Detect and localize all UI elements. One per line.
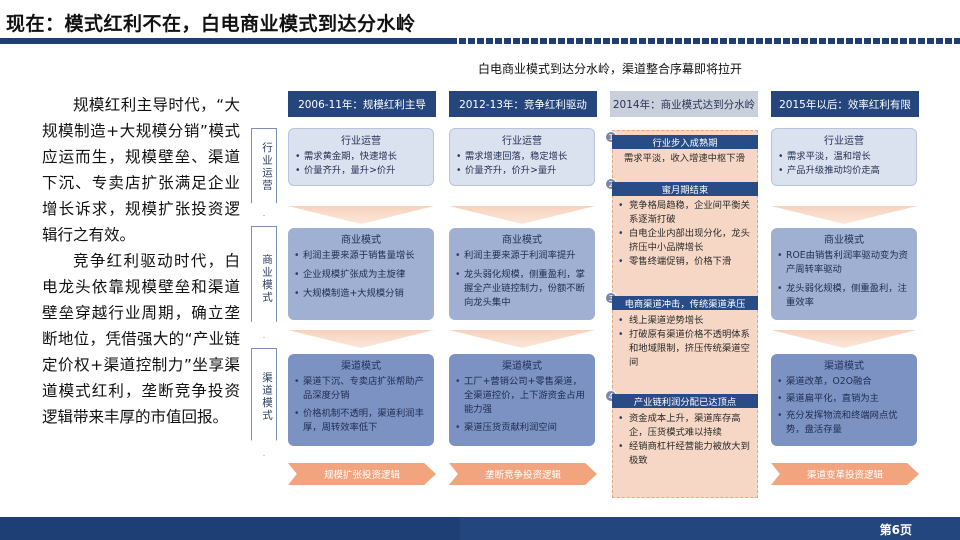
list-item: 零售终端促销，价格下滑 [618,255,756,269]
bottom-bar-left [0,517,460,540]
stage-label-business: 商业模式 [261,254,273,304]
list-item: 产品升级推动均价走高 [778,164,910,178]
col4-channel-box: 渠道模式 渠道改革，O2O融合 渠道扁平化，直销为主 充分发挥物流和终端网点优势… [771,354,917,446]
col1-industry-title: 行业运营 [341,136,381,147]
stage-marker-business [251,226,277,338]
top-divider [0,38,960,44]
col3-section1-text: 需求平淡，收入增速中枢下滑 [624,153,745,164]
list-item: 价格机制不透明，渠道利润丰厚，周转效率低下 [294,407,428,435]
col3-section4-list: 资金成本上升，渠道库存高企，压货模式难以持续 经销商杠杆经营能力被放大到极致 [618,412,756,468]
list-item: 打破原有渠道价格不透明体系和地域限制，挤压传统渠道空间 [618,328,756,370]
list-item: 利润主要来源于销售量增长 [294,249,428,263]
col4-arrow-band-1 [771,206,917,224]
col1-business-box: 商业模式 利润主要来源于销售量增长 企业规模扩张成为主旋律 大规模制造+大规模分… [288,228,434,320]
paragraph-competition: 竞争红利驱动时代，白电龙头依靠规模壁垒和渠道壁垒穿越行业周期，确立垄断地位，凭借… [42,252,240,426]
col3-section3-title: 电商渠道冲击，传统渠道承压 [612,296,758,310]
list-item: 竞争格局趋稳，企业间平衡关系逐渐打破 [618,199,756,227]
column-header-2006: 2006-11年：规模红利主导 [288,91,436,117]
list-item: ROE由销售利润率驱动变为资产周转率驱动 [777,249,911,277]
list-item: 需求黄金期，快速增长 [295,150,427,164]
col2-arrow-band-2 [449,330,595,348]
list-item: 渠道压货贡献利润空间 [455,421,589,435]
top-divider-solid [0,38,450,44]
col3-section1-title: 行业步入成熟期 [612,135,758,149]
col2-industry-title: 行业运营 [502,136,542,147]
col2-business-title: 商业模式 [502,235,542,246]
list-item: 工厂+营销公司+零售渠道，全渠道控价，上下游资金占用能力强 [455,375,589,417]
list-item: 龙头弱化规模，侧重盈利，注重效率 [777,282,911,310]
col3-section4-title: 产业链利润分配已达顶点 [612,394,758,408]
col2-business-box: 商业模式 利润主要来源于利润率提升 龙头弱化规模，侧重盈利，掌握全产业链控制力，… [449,228,595,320]
col2-arrow-band-1 [449,206,595,224]
col4-business-box: 商业模式 ROE由销售利润率驱动变为资产周转率驱动 龙头弱化规模，侧重盈利，注重… [771,228,917,320]
list-item: 利润主要来源于利润率提升 [455,249,589,263]
list-item: 需求平淡，温和增长 [778,150,910,164]
col3-section2-title: 蜜月期结束 [612,182,758,196]
list-item: 资金成本上升，渠道库存高企，压货模式难以持续 [618,412,756,440]
list-item: 充分发挥物流和终端网点优势，盘活存量 [777,409,911,437]
col1-channel-box: 渠道模式 渠道下沉、专卖店扩张帮助产品深度分销 价格机制不透明，渠道利润丰厚，周… [288,354,434,446]
stage-marker-channel [251,348,277,456]
list-item: 价量齐升，价升>量升 [456,164,588,178]
col3-section3-list: 线上渠道逆势增长 打破原有渠道价格不透明体系和地域限制，挤压传统渠道空间 [618,314,756,370]
column-header-2015: 2015年以后：效率红利有限 [771,91,919,117]
col1-industry-box: 行业运营 需求黄金期，快速增长 价量齐升，量升>价升 [288,128,434,186]
col2-channel-title: 渠道模式 [502,361,542,372]
col3-section2-list: 竞争格局趋稳，企业间平衡关系逐渐打破 白电企业内部出现分化，龙头挤压中小品牌增长… [618,199,756,269]
col1-logic-arrow: 规模扩张投资逻辑 [288,463,436,485]
stage-label-industry: 行业运营 [261,142,273,192]
stage-marker-industry [251,128,277,216]
left-text-block: 规模红利主导时代，“大规模制造+大规模分销”模式应运而生，规模壁垒、渠道下沉、专… [42,92,240,430]
col1-channel-title: 渠道模式 [341,361,381,372]
col2-logic-arrow: 垄断竞争投资逻辑 [449,463,597,485]
col1-business-title: 商业模式 [341,235,381,246]
list-item: 价量齐升，量升>价升 [295,164,427,178]
col2-channel-box: 渠道模式 工厂+营销公司+零售渠道，全渠道控价，上下游资金占用能力强 渠道压货贡… [449,354,595,446]
col4-industry-title: 行业运营 [824,136,864,147]
col4-arrow-band-2 [771,330,917,348]
list-item: 渠道改革，O2O融合 [777,375,911,389]
diagram-subtitle: 白电商业模式到达分水岭，渠道整合序幕即将拉开 [478,62,743,76]
list-item: 龙头弱化规模，侧重盈利，掌握全产业链控制力，份额不断向龙头集中 [455,268,589,310]
list-item: 大规模制造+大规模分销 [294,287,428,301]
col4-logic-arrow: 渠道变革投资逻辑 [771,463,919,485]
col1-arrow-band-2 [288,330,434,348]
list-item: 白电企业内部出现分化，龙头挤压中小品牌增长 [618,227,756,255]
list-item: 线上渠道逆势增长 [618,314,756,328]
col1-arrow-band-1 [288,206,434,224]
col2-industry-box: 行业运营 需求增速回落，稳定增长 价量齐升，价升>量升 [449,128,595,186]
col4-industry-box: 行业运营 需求平淡，温和增长 产品升级推动均价走高 [771,128,917,186]
list-item: 渠道下沉、专卖店扩张帮助产品深度分销 [294,375,428,403]
list-item: 渠道扁平化，直销为主 [777,392,911,406]
col4-business-title: 商业模式 [824,235,864,246]
stage-label-channel: 渠道模式 [261,372,273,422]
list-item: 企业规模扩张成为主旋律 [294,268,428,282]
list-item: 经销商杠杆经营能力被放大到极致 [618,440,756,468]
col4-channel-title: 渠道模式 [824,361,864,372]
page-title: 现在：模式红利不在，白电商业模式到达分水岭 [6,13,416,35]
column-header-2012: 2012-13年：竞争红利驱动 [449,91,597,117]
list-item: 需求增速回落，稳定增长 [456,150,588,164]
column-header-2014: 2014年：商业模式达到分水岭 [610,91,758,117]
paragraph-scale: 规模红利主导时代，“大规模制造+大规模分销”模式应运而生，规模壁垒、渠道下沉、专… [42,96,240,244]
page-number: 第6页 [879,523,912,537]
